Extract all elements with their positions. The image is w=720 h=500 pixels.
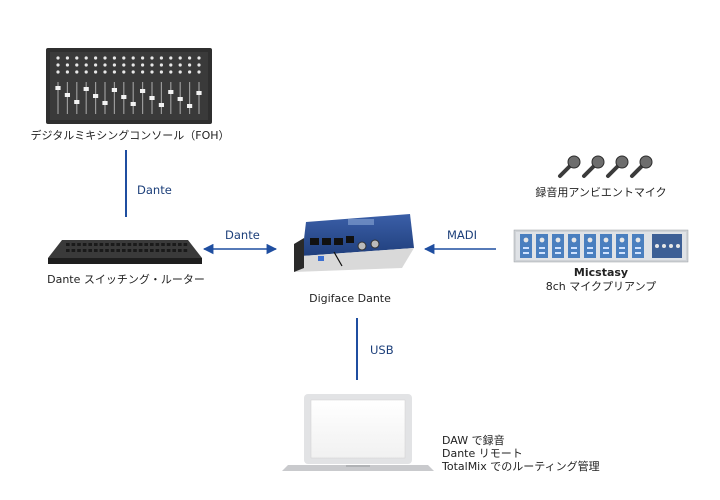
laptop-description: DAW で録音 Dante リモート TotalMix でのルーティング管理 — [442, 434, 600, 473]
laptop-line-3: TotalMix でのルーティング管理 — [442, 460, 600, 473]
laptop-icon — [282, 394, 434, 471]
laptop-line-2: Dante リモート — [442, 447, 523, 460]
dante-switch-label: Dante スイッチング・ルーター — [47, 273, 205, 286]
micstasy-name: Micstasy — [573, 266, 629, 279]
digiface-dante-icon — [294, 214, 414, 272]
mixing-console-icon — [46, 48, 212, 124]
micstasy-label: 8ch マイクプリアンプ — [545, 280, 657, 293]
micstasy-icon — [513, 229, 689, 263]
switch-digiface-connection-label: Dante — [225, 228, 260, 242]
mixing-console-label: デジタルミキシングコンソール（FOH） — [30, 129, 230, 142]
ambient-mics-label: 録音用アンビエントマイク — [535, 186, 667, 199]
console-switch-connection-label: Dante — [137, 183, 172, 197]
ambient-mics-icon — [558, 155, 653, 178]
laptop-line-1: DAW で録音 — [442, 434, 505, 447]
digiface-dante-label: Digiface Dante — [309, 292, 391, 305]
digiface-laptop-connection-label: USB — [370, 343, 394, 357]
micstasy-digiface-connection-label: MADI — [447, 228, 478, 242]
dante-switch-icon — [48, 240, 202, 264]
